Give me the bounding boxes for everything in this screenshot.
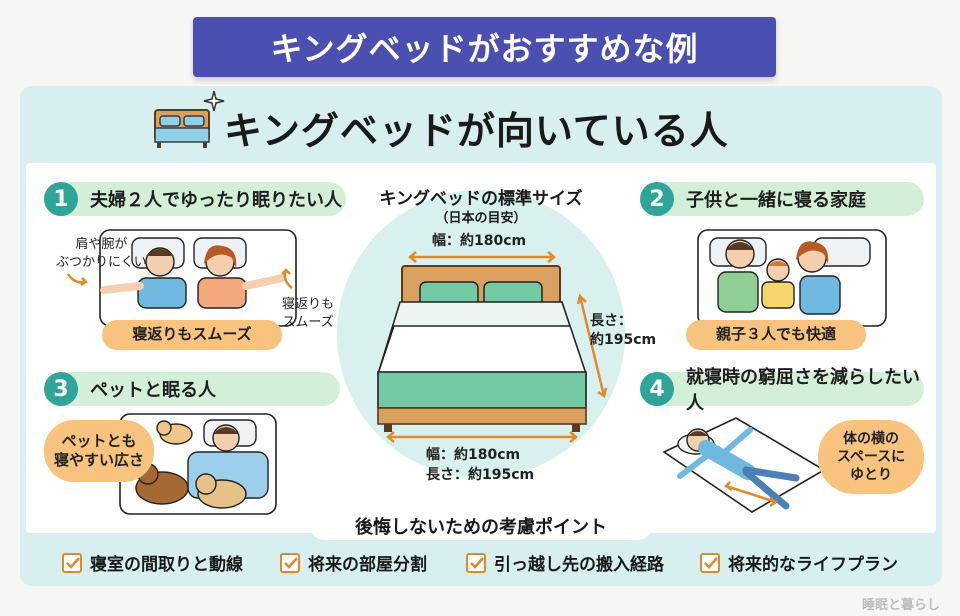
checkbox-icon bbox=[62, 552, 82, 573]
bed-icon bbox=[154, 109, 210, 148]
checkbox-icon bbox=[280, 552, 300, 573]
section-3-number: 3 bbox=[44, 372, 78, 406]
section-1-note-left: 肩や腕が ぶつかりにくい bbox=[56, 237, 147, 270]
section-4-title: 就寝時の窮屈さを減らしたい人 bbox=[640, 367, 924, 414]
couple-bed-illustration bbox=[99, 229, 297, 327]
section-3-title: ペットと眠る人 bbox=[44, 372, 340, 406]
headline: キングベッドが向いている人 bbox=[224, 109, 729, 153]
width-arrow bbox=[408, 251, 556, 263]
top-width-label: 幅：約180cm bbox=[432, 233, 527, 249]
center-title: キングベッドの標準サイズ bbox=[379, 189, 583, 209]
section-1-note-right: 寝返りも スムーズ bbox=[282, 297, 335, 330]
section-1-title: 夫婦２人でゆったり眠りたい人 bbox=[44, 182, 346, 216]
section-2-number: 2 bbox=[640, 182, 674, 216]
arrow-icon bbox=[66, 273, 88, 286]
bottom-width-arrow bbox=[386, 431, 578, 443]
center-subtitle: （日本の目安） bbox=[435, 211, 527, 226]
length-arrow bbox=[576, 293, 608, 399]
family-bed-illustration bbox=[697, 229, 887, 327]
section-4-number: 4 bbox=[640, 372, 674, 406]
point-item: 将来的なライフプラン bbox=[700, 550, 898, 575]
section-2-title: 子供と一緒に寝る家庭 bbox=[640, 182, 924, 216]
pet-bed-illustration bbox=[119, 413, 277, 515]
banner-title: キングベッドがおすすめな例 bbox=[193, 17, 776, 77]
arrow-icon bbox=[281, 268, 293, 289]
king-bed-illustration bbox=[376, 265, 588, 432]
section-2-badge: 親子３人でも快適 bbox=[686, 320, 866, 350]
spread-sleeper-illustration bbox=[662, 417, 826, 513]
section-1-number: 1 bbox=[44, 182, 78, 216]
section-1-badge: 寝返りもスムーズ bbox=[102, 320, 282, 350]
section-4-badge: 体の横の スペースに ゆとり bbox=[818, 420, 924, 494]
bottom-width-label: 幅：約180cm bbox=[426, 447, 521, 463]
section-3-badge: ペットとも 寝やすい広さ bbox=[44, 420, 154, 482]
points-title: 後悔しないための考慮ポイント bbox=[310, 512, 652, 540]
point-item: 寝室の間取りと動線 bbox=[62, 550, 243, 575]
point-item: 将来の部屋分割 bbox=[280, 550, 427, 575]
credit-text: 睡眠と暮らし bbox=[861, 598, 940, 613]
bottom-length-label: 長さ：約195cm bbox=[426, 467, 535, 483]
point-item: 引っ越し先の搬入経路 bbox=[466, 550, 664, 575]
sparkle-icon bbox=[203, 90, 225, 112]
side-length-label: 長さ： 約195cm bbox=[590, 313, 657, 348]
checkbox-icon bbox=[700, 552, 720, 573]
checkbox-icon bbox=[466, 552, 486, 573]
